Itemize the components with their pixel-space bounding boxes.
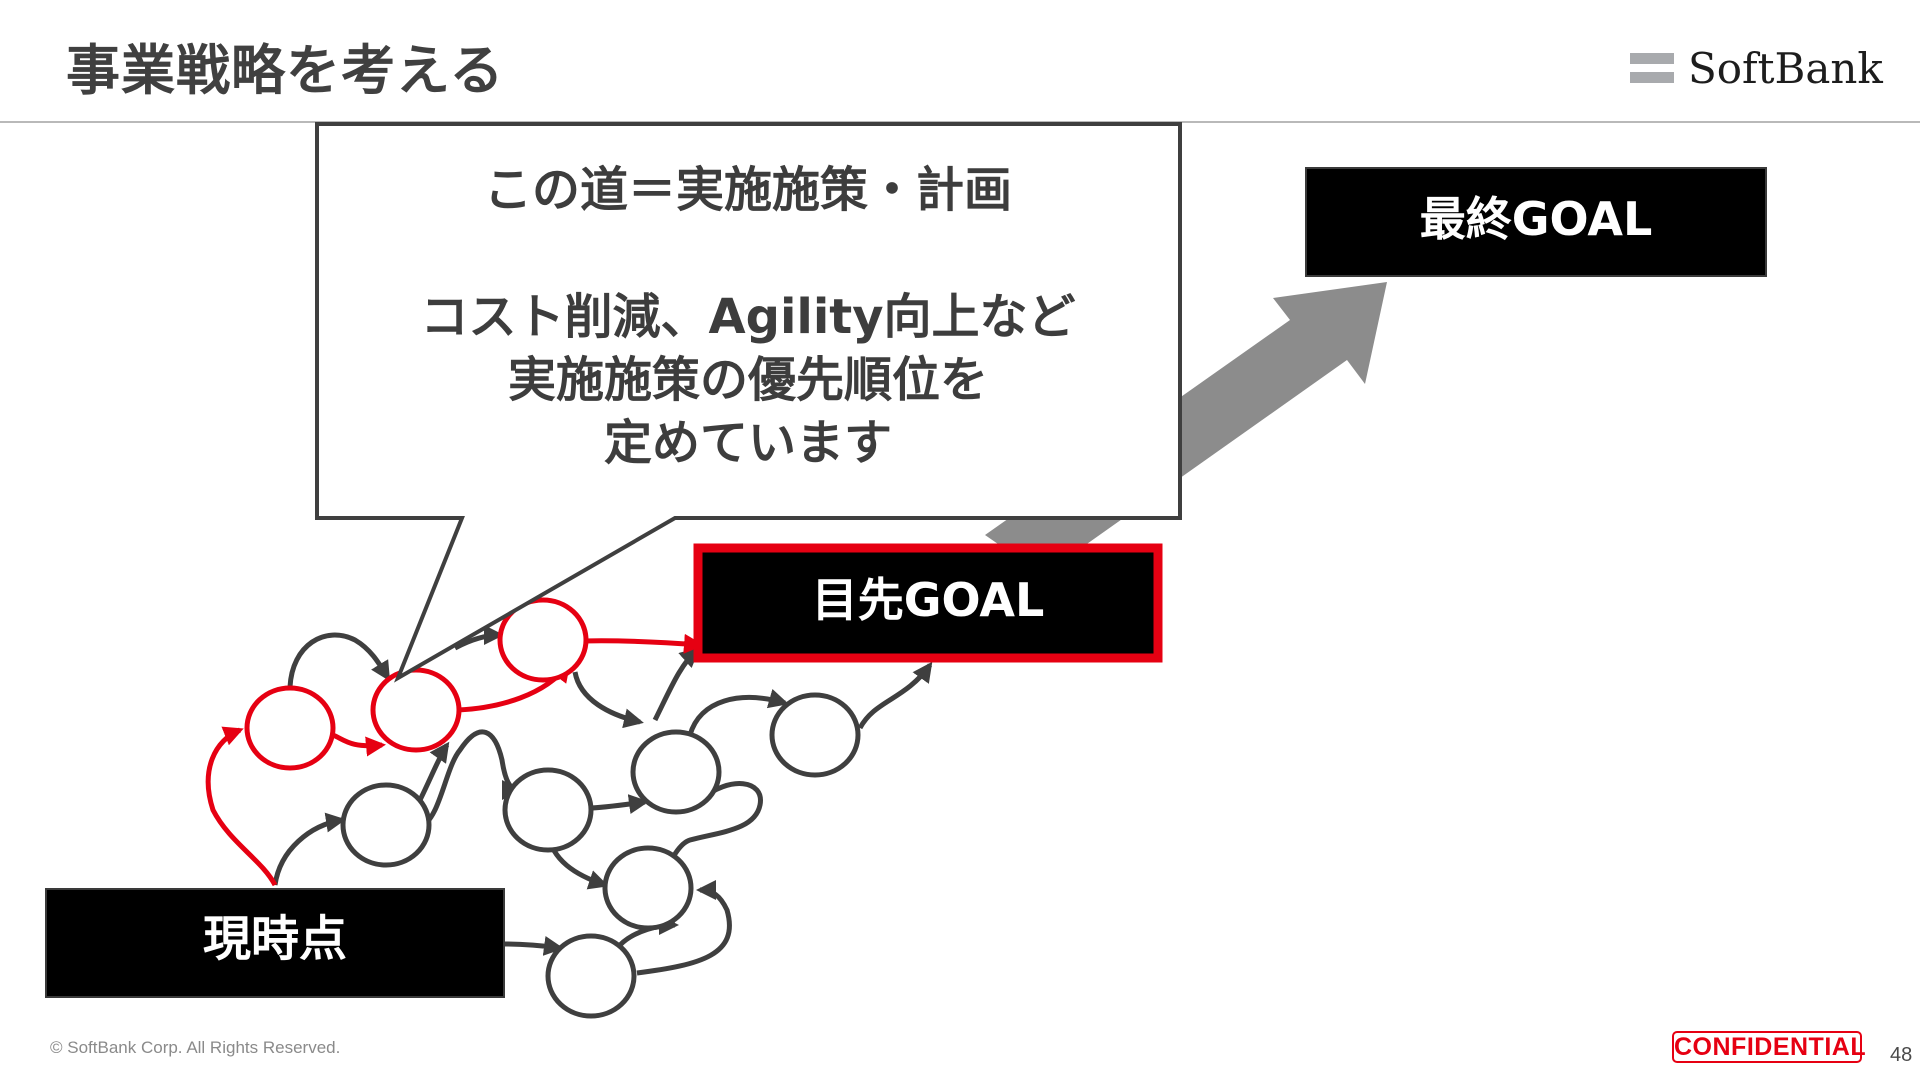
near-goal-box: [693, 543, 1163, 663]
logo-text: SoftBank: [1688, 44, 1883, 93]
path-node: [769, 692, 861, 778]
path-connector: [504, 935, 564, 956]
route-node: [497, 597, 589, 683]
path-node: [630, 729, 722, 815]
path-connector: [636, 880, 732, 976]
logo-mark-icon: [1630, 72, 1674, 83]
path-connector: [687, 688, 789, 736]
path-connector: [652, 647, 700, 722]
route-node: [370, 667, 462, 753]
current-point-box: [45, 888, 505, 998]
path-network: [272, 625, 933, 976]
route-nodes: [244, 597, 589, 771]
final-goal-box: [1305, 167, 1767, 277]
slide-title: 事業戦略を考える: [66, 39, 505, 102]
path-connector: [572, 671, 644, 729]
route-node: [244, 685, 336, 771]
path-node: [545, 933, 637, 1019]
route-connector: [205, 726, 278, 887]
callout-line-3: 定めています: [604, 415, 892, 471]
path-node: [340, 782, 432, 868]
page-number: 48: [1890, 1044, 1913, 1066]
path-node: [602, 845, 694, 931]
copyright-text: © SoftBank Corp. All Rights Reserved.: [50, 1038, 341, 1057]
callout-line-1: コスト削減、Agility向上など: [420, 289, 1075, 345]
path-connector: [417, 741, 450, 802]
path-connector: [418, 729, 522, 830]
path-connector: [660, 781, 763, 879]
current-point-label: 現時点: [203, 911, 347, 967]
path-connector: [272, 812, 346, 886]
logo-mark-icon: [1630, 53, 1674, 64]
final-goal-label: 最終GOAL: [1420, 192, 1653, 246]
softbank-logo: SoftBank: [1630, 44, 1883, 96]
callout-line-2: 実施施策の優先順位を: [508, 352, 988, 408]
callout-bubble: [315, 122, 1182, 683]
route-connector: [331, 732, 386, 757]
confidential-badge: CONFIDENTIAL: [1672, 1031, 1867, 1063]
path-connector: [857, 661, 933, 730]
selected-route: [205, 633, 704, 887]
path-nodes: [340, 692, 861, 1019]
path-connector: [287, 632, 391, 688]
path-connector: [589, 794, 649, 815]
route-connector: [581, 633, 704, 654]
path-node: [502, 767, 594, 853]
path-connector: [453, 625, 504, 651]
callout-heading: この道＝実施施策・計画: [484, 162, 1012, 218]
near-goal-label: 目先GOAL: [812, 573, 1045, 627]
